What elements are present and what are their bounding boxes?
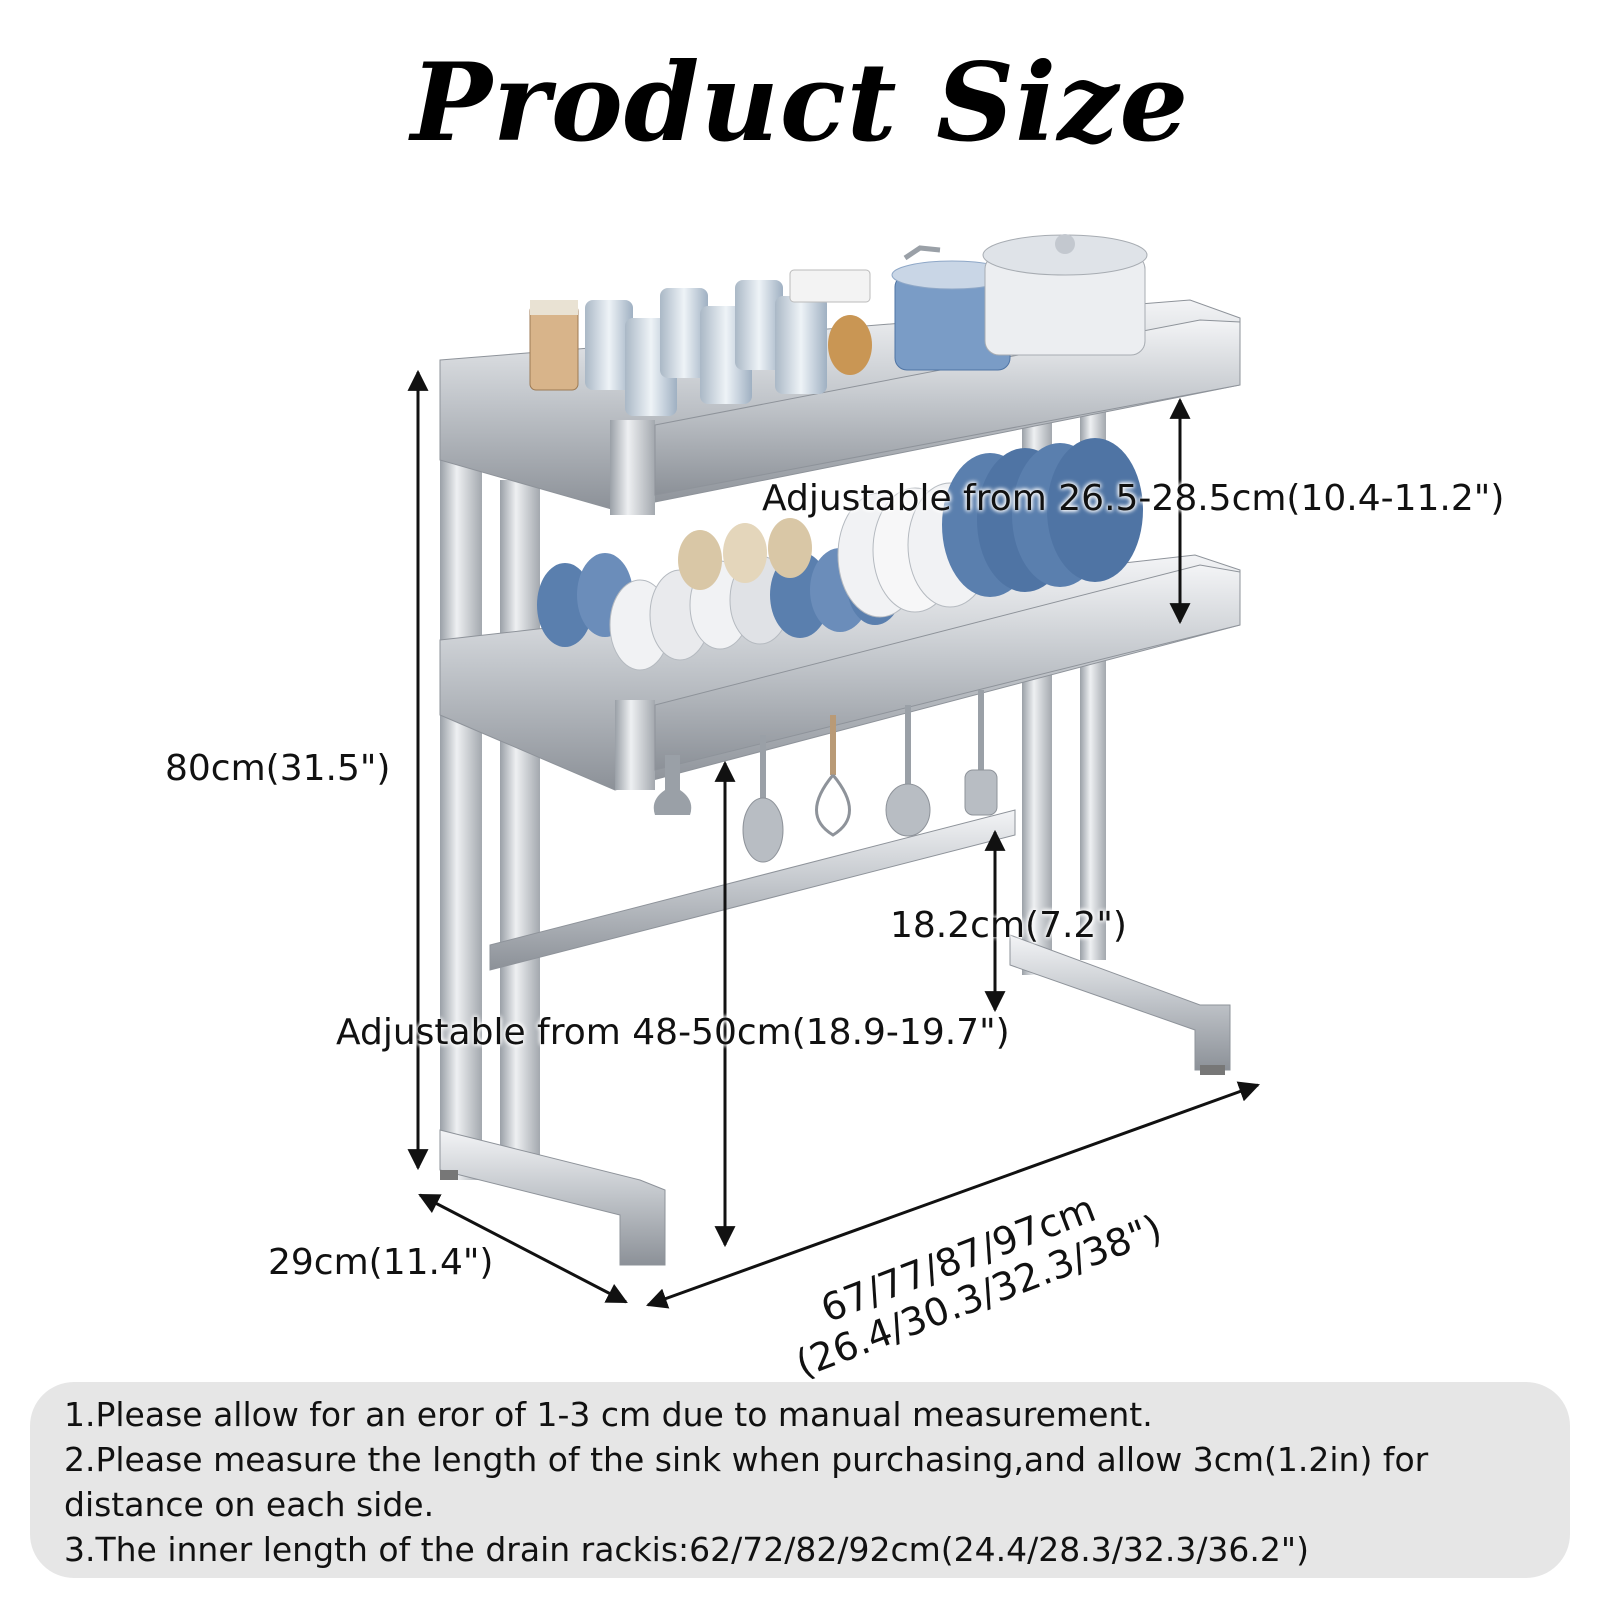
length-arrow (646, 1081, 1260, 1309)
depth-arrow (418, 1193, 628, 1304)
blue-pot (891, 245, 1013, 371)
shelf-gap-label: Adjustable from 26.5-28.5cm(10.4-11.2") (762, 478, 1505, 519)
crackers (789, 269, 872, 375)
jar (529, 300, 579, 391)
notes-panel: 1.Please allow for an eror of 1-3 cm due… (30, 1382, 1570, 1578)
note-line: 2.Please measure the length of the sink … (64, 1440, 1429, 1479)
lower-height-label: Adjustable from 48-50cm(18.9-19.7") (336, 1012, 1010, 1053)
utensil-bar (489, 809, 1016, 971)
bar-gap-label: 18.2cm(7.2") (890, 905, 1127, 946)
page-title: Product Size (410, 40, 1190, 166)
plates (837, 438, 1143, 618)
utensils (653, 690, 998, 863)
depth-label: 29cm(11.4") (268, 1242, 494, 1283)
top-shelf (439, 234, 1241, 515)
white-pot (982, 234, 1148, 356)
note-line: distance on each side. (64, 1485, 435, 1524)
front-legs (439, 370, 666, 1266)
glasses (585, 280, 827, 416)
note-line: 3.The inner length of the drain rackis:6… (64, 1530, 1309, 1569)
dish-shelf (439, 438, 1241, 791)
note-line: 1.Please allow for an eror of 1-3 cm due… (64, 1395, 1153, 1434)
height-label: 80cm(31.5") (165, 748, 391, 789)
dimension-arrows (407, 369, 1260, 1309)
